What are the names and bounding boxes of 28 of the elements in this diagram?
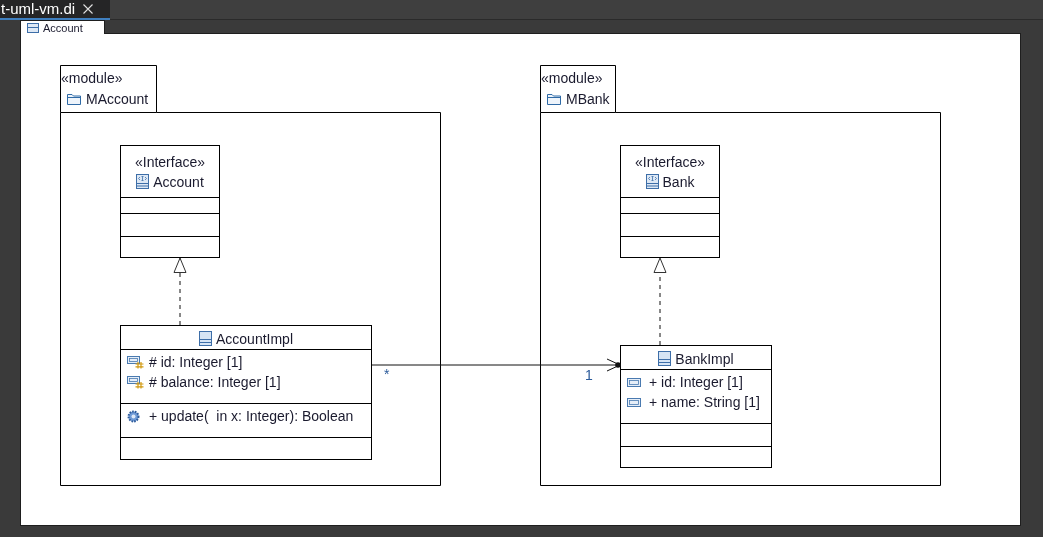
interface-name: Bank	[662, 172, 695, 191]
stereotype: «Interface»	[634, 152, 706, 171]
attribute: + id: Integer [1]	[649, 373, 743, 391]
class-box	[620, 345, 772, 468]
tab-label: Account	[43, 21, 83, 34]
multiplicity: 1	[585, 367, 593, 383]
interface-box	[620, 145, 720, 258]
interface-name: Account	[153, 172, 204, 191]
package-shape	[540, 65, 941, 486]
attribute: # balance: Integer [1]	[149, 373, 281, 391]
class-name: BankImpl	[675, 349, 734, 368]
realization-arrow	[653, 257, 667, 346]
stereotype: «module»	[61, 69, 123, 87]
package-name: MAccount	[86, 90, 149, 108]
package-shape	[60, 65, 441, 486]
stereotype: «Interface»	[134, 152, 206, 171]
operation: + update( in x: Integer): Boolean	[149, 407, 354, 425]
multiplicity: *	[384, 366, 390, 382]
attribute: # id: Integer [1]	[149, 353, 243, 371]
association-arrow	[371, 358, 622, 372]
stereotype: «module»	[541, 69, 603, 87]
package-name: MBank	[566, 90, 610, 108]
class-name: AccountImpl	[215, 329, 293, 348]
realization-arrow	[173, 257, 187, 326]
class-box	[120, 325, 372, 460]
attribute: + name: String [1]	[649, 393, 760, 411]
tab-title: t-uml-vm.di	[1, 0, 76, 18]
interface-box	[120, 145, 220, 258]
